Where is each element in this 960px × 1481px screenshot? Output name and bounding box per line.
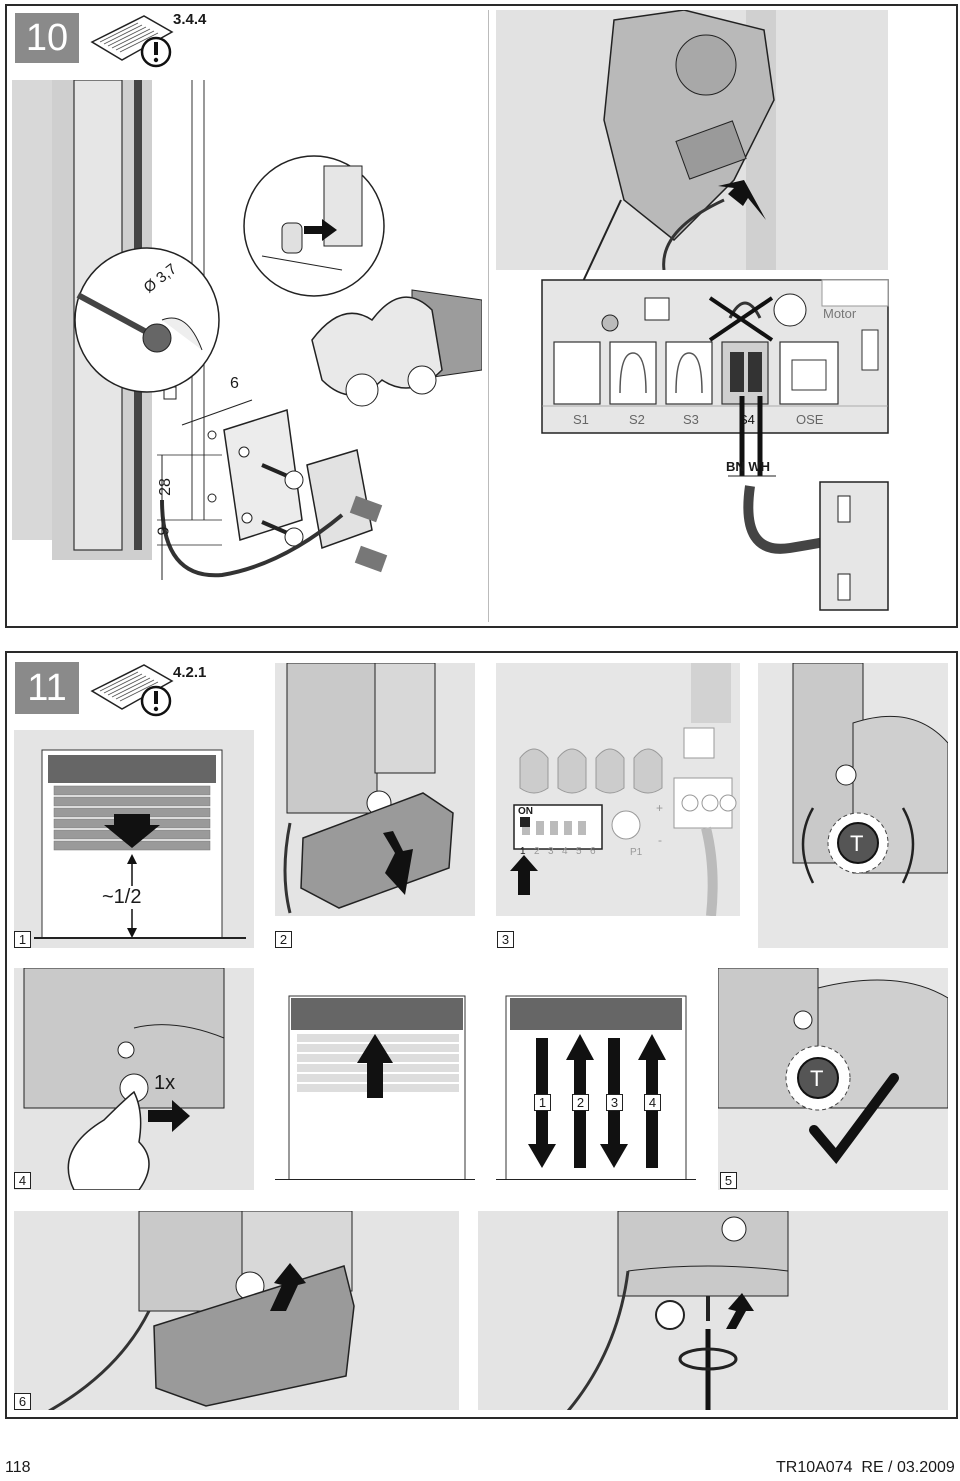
control-board-illustration [541,279,889,434]
dip-on-label: ON [518,806,533,817]
dip-number-6: 6 [590,846,596,857]
dimension-spacing: 28 [156,478,174,496]
page-number: 118 [5,1459,31,1476]
dip-number-2: 2 [534,846,540,857]
wire-color-label: BN WH [726,459,771,474]
dip-number-4: 4 [562,846,568,857]
dip-number-5: 5 [576,846,582,857]
step-5-panel: T [718,968,948,1190]
run-number-2: 2 [572,1094,589,1111]
led-blinking-illustration: T [758,663,948,948]
terminal-label-ose: OSE [796,412,824,427]
run-number-3: 3 [606,1094,623,1111]
svg-text:T: T [850,831,863,856]
section-11-reference: 4.2.1 [173,664,207,681]
step-1-panel: ~1/2 [14,730,254,948]
terminal-label-s1: S1 [573,412,589,427]
dimension-bottom: 9 [155,526,173,536]
section-10-number: 10 [15,13,79,63]
screw-fastening-illustration [566,1211,789,1410]
step-6-panel [14,1211,459,1410]
door-opening-illustration [275,968,475,1180]
button-press-illustration [23,968,225,1190]
manual-warning-icon [90,664,174,717]
led-blinking-panel: T [758,663,948,948]
cover-removal-illustration [283,663,454,914]
terminal-label-s2: S2 [629,412,645,427]
led-confirm-illustration: T [718,968,948,1190]
svg-text:T: T [810,1066,823,1091]
step-2-panel [275,663,475,916]
dip-switch-illustration [496,663,740,916]
travel-runs-illustration [496,995,696,1180]
run-number-4: 4 [644,1094,661,1111]
magnetic-sensor-illustration [728,396,889,611]
step-3-panel: ON 1 2 3 4 5 6 P1 + - [496,663,740,916]
cover-refit-illustration [48,1211,355,1410]
section-10-divider [488,10,489,622]
half-height-label: ~1/2 [98,886,146,909]
step-3-number: 3 [497,931,514,948]
step-4-number: 4 [14,1172,31,1189]
door-half-lowered-illustration [34,749,246,939]
document-code: TR10A074 RE / 03.2009 [776,1459,955,1476]
section-11-number: 11 [15,662,79,714]
dip-number-3: 3 [548,846,554,857]
run-number-1: 1 [534,1094,551,1111]
door-opening-panel [275,968,475,1180]
bracket-mounting-illustration [12,80,482,620]
manual-warning-icon [90,15,174,68]
travel-runs-panel: 1 2 3 4 [496,968,696,1180]
section-10-reference: 3.4.4 [173,11,207,28]
step-1-number: 1 [14,931,31,948]
press-count-label: 1x [154,1072,176,1094]
step-4-panel: 1x [14,968,254,1190]
potentiometer-minus-label: - [658,833,662,847]
dimension-offset: 6 [230,375,239,392]
screw-fastening-panel: T [478,1211,948,1410]
potentiometer-label: P1 [630,847,643,858]
dip-number-1: 1 [520,846,526,857]
potentiometer-plus-label: + [656,801,664,815]
step-5-number: 5 [720,1172,737,1189]
board-motor-label: Motor [823,306,857,321]
step-2-number: 2 [275,931,292,948]
motor-housing-illustration [496,10,888,270]
terminal-label-s3: S3 [683,412,699,427]
step-6-number: 6 [14,1393,31,1410]
